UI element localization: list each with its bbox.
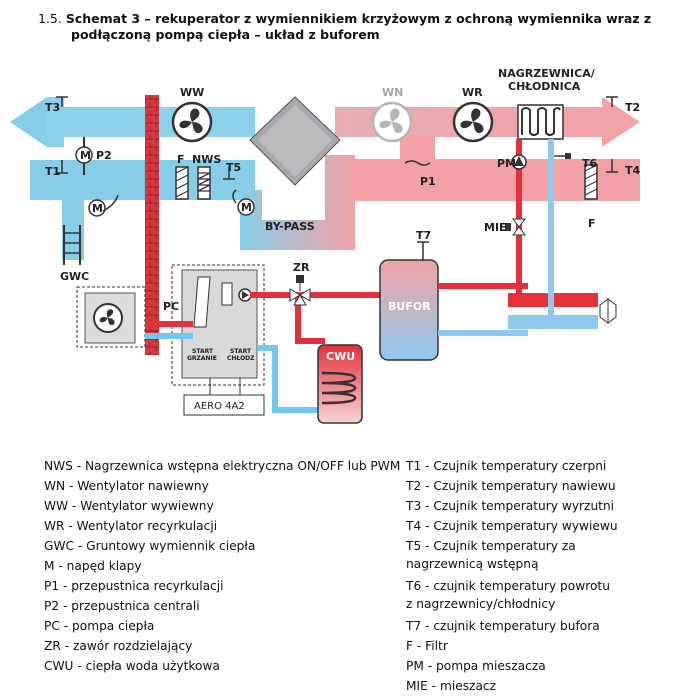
heading-title-line2: podłączoną pompą ciepła – układ z bufore… (71, 27, 380, 42)
ventilation-schematic: T3 T1 P2 M M M WW WN WR F NWS T5 BY-PASS… (10, 67, 641, 424)
legend-item: PM - pompa mieszacza (406, 659, 546, 673)
mie-mixer-icon (505, 218, 526, 236)
legend-item: T3 - Czujnik temperatury wyrzutni (406, 499, 615, 513)
legend-item: T6 - czujnik temperatury powrotu (406, 579, 610, 593)
label-t4: T4 (625, 164, 641, 177)
label-pm: PM (497, 157, 516, 170)
label-wn: WN (382, 86, 403, 99)
legend-item: CWU - ciepła woda użytkowa (44, 659, 220, 673)
label-p1: P1 (420, 175, 436, 188)
page-heading: 1.5. Schemat 3 – rekuperator z wymiennik… (38, 11, 678, 43)
heading-number: 1.5. (38, 11, 62, 26)
label-start-grzanie-l1: START (192, 348, 214, 355)
label-aero: AERO 4A2 (194, 401, 245, 412)
label-start-chlodz-l1: START (230, 348, 252, 355)
brick-wall (145, 95, 159, 355)
zr-valve-icon (289, 275, 311, 306)
heat-pump-controller (171, 264, 265, 386)
heat-pump-outdoor-unit (76, 286, 146, 348)
gwc-icon (63, 225, 81, 265)
legend-item: ZR - zawór rozdzielający (44, 639, 193, 653)
fan-ww-icon (171, 101, 213, 143)
label-cwu: CWU (326, 350, 355, 363)
legend-item: T7 - czujnik temperatury bufora (406, 619, 600, 633)
legend-item: nagrzewnicą wstępną (406, 557, 539, 571)
label-bufor: BUFOR (388, 300, 431, 313)
legend-item: M - napęd klapy (44, 559, 142, 573)
legend-item: P2 - przepustnica centrali (44, 599, 200, 613)
cwu-tank (317, 344, 363, 424)
pc-pump-icon (238, 288, 252, 302)
label-nagrzewnica-l1: NAGRZEWNICA/ (498, 67, 596, 80)
legend-item: P1 - przepustnica recyrkulacji (44, 579, 224, 593)
damper-actuator-gwc-icon (88, 194, 119, 217)
legend-item: T1 - Czujnik temperatury czerpni (406, 459, 607, 473)
label-f-right: F (588, 217, 596, 230)
label-zr: ZR (293, 261, 310, 274)
legend-item: T5 - Czujnik temperatury za (406, 539, 576, 553)
legend-item: WW - Wentylator wywiewny (44, 499, 214, 513)
label-t7: T7 (416, 229, 431, 242)
label-p2: P2 (96, 149, 112, 162)
extract-duct (355, 159, 640, 201)
label-m-left: M (92, 202, 103, 215)
legend-item: F - Filtr (406, 639, 448, 653)
buffer-tank (379, 241, 439, 361)
label-t2: T2 (625, 101, 640, 114)
label-gwc: GWC (60, 270, 89, 283)
heading-title-line1: Schemat 3 – rekuperator z wymiennikiem k… (65, 11, 652, 26)
aero-panel (183, 394, 265, 416)
heater-cooler-coil (517, 104, 564, 140)
nws-preheater-icon (197, 166, 211, 200)
label-t3: T3 (45, 101, 60, 114)
label-m-p2: M (80, 149, 91, 162)
gwc-duct (62, 200, 84, 260)
legend-item: T2 - Czujnik temperatury nawiewu (406, 479, 616, 493)
label-ww: WW (180, 86, 204, 99)
exhaust-outlet-arrow (10, 97, 47, 147)
label-mie: MIE (484, 221, 507, 234)
label-nagrzewnica-l2: CHŁODNICA (508, 80, 581, 93)
legend-item: WR - Wentylator recyrkulacji (44, 519, 218, 533)
fan-wn-icon (371, 101, 413, 143)
bypass-duct (240, 155, 355, 250)
label-bypass: BY-PASS (265, 220, 315, 233)
filter-left-icon (175, 166, 189, 200)
legend-item: GWC - Gruntowy wymiennik ciepła (44, 539, 256, 553)
damper-p1-icon (404, 160, 431, 166)
label-start-chlodz-l2: CHŁODZ (227, 355, 255, 362)
legend-right: T1 - Czujnik temperatury czerpni T2 - Cz… (406, 456, 618, 696)
legend-item: PC - pompa ciepła (44, 619, 155, 633)
recirculation-duct (400, 135, 435, 163)
label-start-grzanie-l2: GRZANIE (187, 355, 217, 362)
legend-item: T4 - Czujnik temperatury wywiewu (406, 519, 618, 533)
label-f-left: F (177, 153, 185, 166)
legend-item: NWS - Nagrzewnica wstępna elektryczna ON… (44, 459, 401, 473)
damper-actuator-bypass-icon (232, 189, 255, 216)
label-nws: NWS (192, 153, 221, 166)
legend-item: WN - Wentylator nawiewny (44, 479, 209, 493)
label-wr: WR (462, 86, 483, 99)
fan-wr-icon (452, 101, 494, 143)
pm-pump-icon (511, 154, 527, 170)
legend-item: z nagrzewnicy/chłodnicy (406, 597, 556, 611)
label-t6: T6 (582, 157, 598, 170)
label-t1: T1 (45, 165, 60, 178)
damper-actuator-p2-icon (75, 137, 93, 175)
legend-item: MIE - mieszacz (406, 679, 497, 693)
label-t5: T5 (226, 161, 241, 174)
label-pc: PC (163, 300, 179, 313)
legend-left: NWS - Nagrzewnica wstępna elektryczna ON… (44, 456, 400, 676)
filter-right-icon (584, 164, 598, 200)
label-m-bypass: M (241, 201, 252, 214)
